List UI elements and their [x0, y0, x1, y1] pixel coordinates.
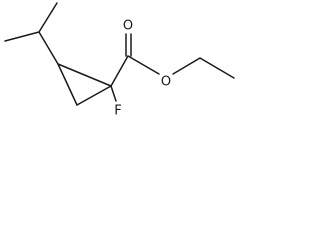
atom-oxygen-carbonyl: O — [123, 19, 133, 34]
structural-formula: O O F — [4, 2, 235, 119]
bond-ring-top — [57, 63, 112, 87]
bond-ring-fluorine — [110, 85, 117, 102]
bond-carbonyl-ester-oxygen — [127, 55, 160, 75]
bond-ring-carbonyl — [110, 55, 129, 87]
bond-ring-bottom — [76, 85, 112, 106]
atom-oxygen-ester: O — [161, 75, 171, 90]
atom-fluorine: F — [114, 104, 121, 119]
bond-ester-oxygen-ethyl — [172, 57, 201, 75]
bond-ethyl — [199, 57, 235, 79]
bond-isopropyl-ring — [38, 31, 59, 65]
bond-methyl-left — [4, 31, 40, 42]
bond-ring-left — [57, 63, 78, 106]
bond-methyl-top — [38, 2, 58, 33]
